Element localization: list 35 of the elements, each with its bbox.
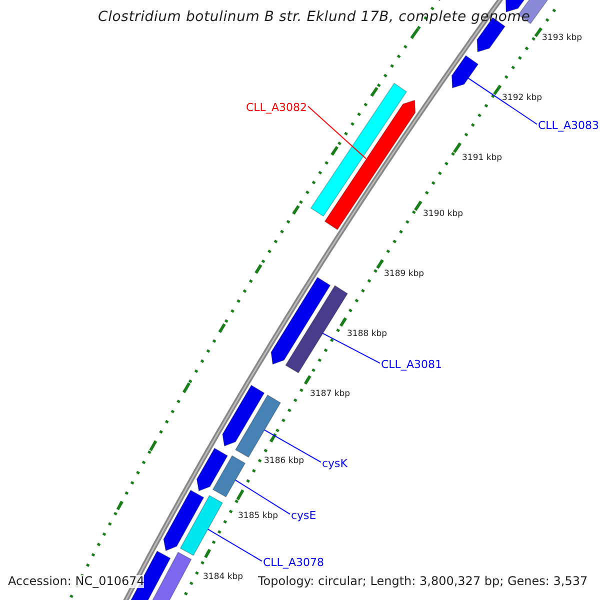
- leader-line: [234, 480, 290, 515]
- tick-label: 3190 kbp: [423, 210, 464, 220]
- gene-feature: [451, 55, 479, 88]
- gene-label: CLL_A3082: [246, 102, 307, 114]
- leader-line: [307, 106, 366, 160]
- gene-feature: [310, 82, 408, 217]
- gene-feature: [180, 495, 223, 556]
- gene-feature: [324, 100, 416, 230]
- tick-label: 3186 kbp: [264, 457, 304, 466]
- gene-label: cysE: [291, 510, 316, 522]
- leader-line: [322, 332, 380, 364]
- gene-feature: [285, 285, 348, 374]
- leader-line: [468, 78, 538, 125]
- gene-label: CLL_A3078: [263, 557, 324, 570]
- tick-label: 3188 kbp: [347, 330, 388, 340]
- gene-label: CLL_A3081: [381, 359, 442, 372]
- tick-label: 3191 kbp: [462, 154, 502, 164]
- gene-feature: [270, 276, 331, 365]
- gene-label: CLL_A3083: [538, 120, 599, 132]
- tick-label: 3189 kbp: [384, 270, 424, 280]
- accession-text: Accession: NC_010674: [8, 575, 144, 588]
- tick-label: 3193 kbp: [542, 34, 582, 44]
- gene-feature: [235, 394, 281, 458]
- gene-feature: [212, 455, 246, 498]
- leader-line: [264, 429, 322, 463]
- leader-line: [207, 528, 262, 562]
- tick-label: 3192 kbp: [502, 94, 542, 104]
- gene-label: cysK: [322, 458, 348, 470]
- tick-label: 3184 kbp: [203, 573, 244, 582]
- tick-label: 3187 kbp: [310, 390, 350, 400]
- gene-feature: [163, 490, 204, 552]
- gene-feature: [196, 448, 228, 492]
- genome-info-text: Topology: circular; Length: 3,800,327 bp; Genes: 3,537: [258, 575, 588, 588]
- gene-feature: [222, 384, 265, 446]
- tick-label: 3185 kbp: [238, 512, 278, 522]
